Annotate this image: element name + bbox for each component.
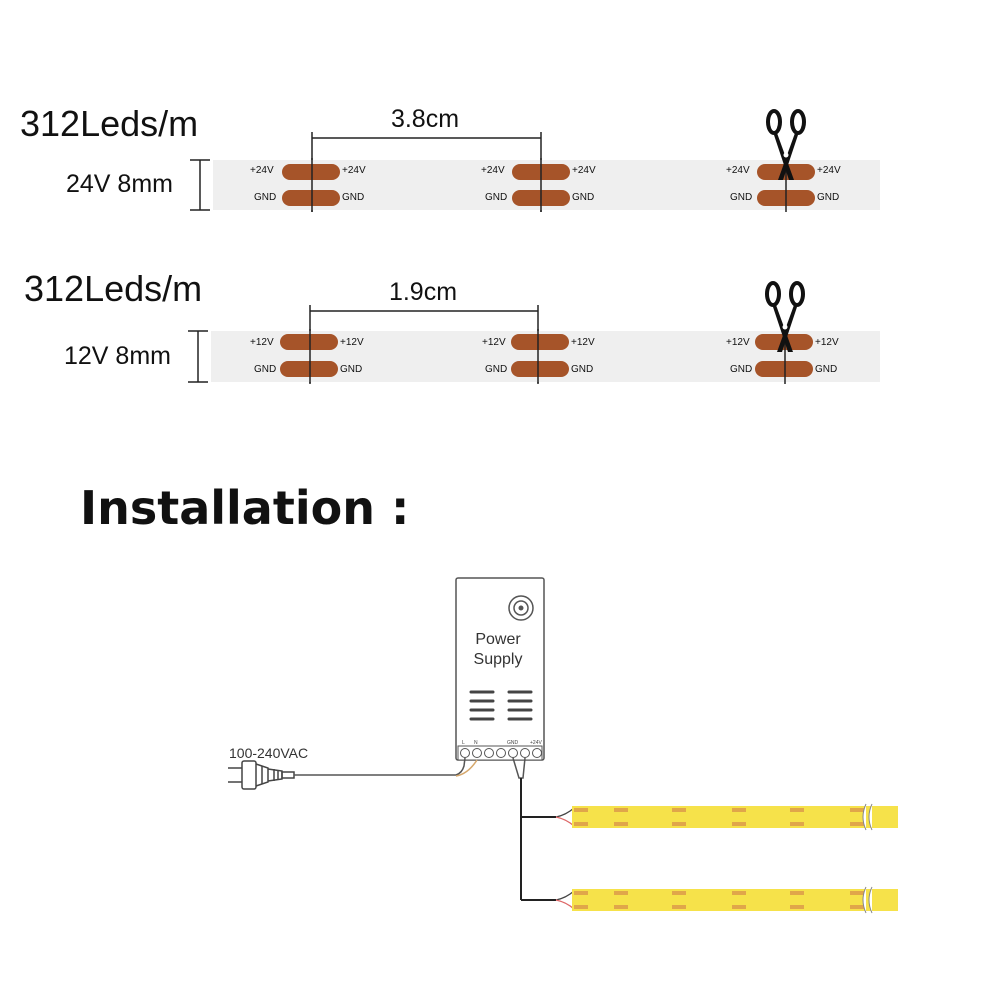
strip1-diagram [190,109,880,212]
strip2-pad1-gnd-left: GND [254,364,277,375]
strip1-spec-label: 24V 8mm [66,170,173,198]
ac-input-label: 100-240VAC [229,745,309,761]
terminal-label-n: N [474,740,478,746]
strip1-pad2-pos-right: +24V [572,165,596,176]
strip2-pad3-pos-left: +12V [726,337,750,348]
strip1-pad3-pos-left: +24V [726,165,750,176]
strip2-density-label: 312Leds/m [24,268,203,309]
strip2-pad2-pos-right: +12V [571,337,595,348]
ac-cable [294,757,466,776]
strip2-pad-group-1 [280,329,338,384]
strip1-pad1-pos-left: +24V [250,165,274,176]
output-led-strip-1 [572,803,898,831]
strip1-pad-group-2 [512,158,570,212]
terminal-label-l: L [462,740,465,746]
strip1-pad3-gnd-left: GND [730,192,753,203]
strip1-pad3-pos-right: +24V [817,165,841,176]
strip1-pad1-pos-right: +24V [342,165,366,176]
strip1-cut-distance: 3.8cm [390,105,460,133]
strip2-pad2-pos-left: +12V [482,337,506,348]
strip1-pad1-gnd-left: GND [254,192,277,203]
terminal-label-positive: +24V [530,740,542,746]
strip1-density-label: 312Leds/m [20,103,199,144]
scissors-icon [765,281,805,352]
output-led-strip-2 [572,886,898,914]
strip1-pad-group-1 [282,158,340,212]
strip2-pad-group-2 [511,329,569,384]
power-supply-icon [455,577,545,761]
power-supply-label-line2: Supply [473,651,523,668]
strip2-pad1-gnd-right: GND [340,364,363,375]
strip1-pad1-gnd-right: GND [342,192,365,203]
strip1-pad2-gnd-right: GND [572,192,595,203]
strip2-pad3-gnd-left: GND [730,364,753,375]
strip2-pad2-gnd-right: GND [571,364,594,375]
strip2-pad2-gnd-left: GND [485,364,508,375]
installation-title: Installation : [80,481,410,535]
strip2-spec-label: 12V 8mm [64,342,171,370]
scissors-icon [766,109,806,180]
strip2-cut-distance: 1.9cm [388,278,458,306]
strip2-pad1-pos-right: +12V [340,337,364,348]
strip1-pad3-gnd-right: GND [817,192,840,203]
power-supply-label-line1: Power [475,631,521,648]
power-plug-icon [228,760,295,790]
installation-diagram [228,577,898,914]
strip2-diagram [188,281,880,384]
strip1-pad2-pos-left: +24V [481,165,505,176]
terminal-label-gnd: GND [507,740,519,746]
strip2-pad1-pos-left: +12V [250,337,274,348]
strip2-pad3-gnd-right: GND [815,364,838,375]
strip2-pad3-pos-right: +12V [815,337,839,348]
strip1-pad2-gnd-left: GND [485,192,508,203]
